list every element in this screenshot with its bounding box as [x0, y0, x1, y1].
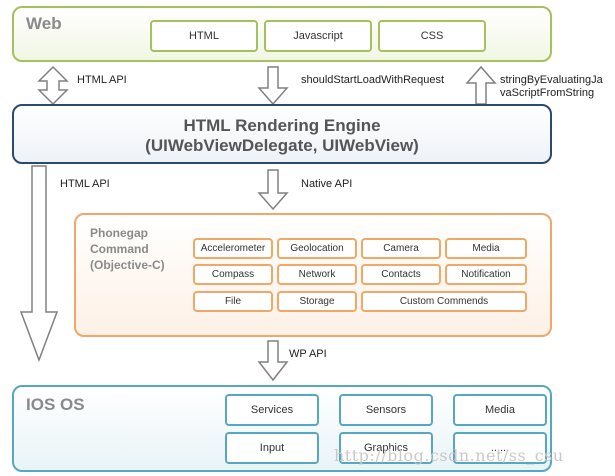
pg-item-file: File	[193, 291, 273, 312]
label-string-by-eval: stringByEvaluatingJa vaScriptFromString	[500, 74, 603, 99]
down-arrow-native-api	[257, 169, 289, 211]
phonegap-layer: Phonegap Command (Objective-C) Accelerom…	[74, 213, 552, 337]
pg-item-geolocation: Geolocation	[277, 238, 357, 259]
web-item-html: HTML	[150, 20, 258, 52]
label-html-api-side: HTML API	[60, 178, 110, 190]
ios-item-media: Media	[453, 394, 547, 426]
label-should-start: shouldStartLoadWithRequest	[301, 74, 445, 86]
web-layer-title: Web	[26, 14, 62, 33]
ios-item-graphics: Graphics	[339, 432, 433, 464]
label-wp-api: WP API	[289, 348, 327, 360]
double-arrow-html-api	[37, 65, 69, 106]
ios-item-services: Services	[225, 394, 319, 426]
phonegap-layer-title: Phonegap Command (Objective-C)	[90, 226, 165, 272]
pg-item-media: Media	[445, 238, 527, 259]
ios-os-layer: IOS OS Services Sensors Media Input Grap…	[12, 385, 552, 472]
web-item-css: CSS	[378, 20, 486, 52]
watermark: http://blog.csdn.net/ss_csu	[334, 446, 564, 465]
pg-item-camera: Camera	[361, 238, 441, 259]
pg-item-notification: Notification	[445, 264, 527, 285]
pg-item-compass: Compass	[193, 264, 273, 285]
label-native-api: Native API	[301, 178, 353, 190]
down-arrow-wp-api	[257, 340, 289, 382]
ios-layer-title: IOS OS	[26, 395, 85, 414]
long-down-arrow-html-api	[19, 165, 59, 363]
web-item-javascript: Javascript	[264, 20, 372, 52]
web-layer: Web HTML Javascript CSS	[12, 6, 552, 62]
pg-item-custom-commends: Custom Commends	[361, 291, 527, 312]
pg-item-storage: Storage	[277, 291, 357, 312]
ios-item-more: ......	[453, 432, 547, 464]
ios-item-input: Input	[225, 432, 319, 464]
down-arrow-should-start	[257, 66, 289, 106]
engine-title-line2: (UIWebViewDelegate, UIWebView)	[145, 136, 419, 155]
label-html-api-top: HTML API	[77, 74, 127, 86]
rendering-engine-title: HTML Rendering Engine (UIWebViewDelegate…	[14, 116, 550, 156]
rendering-engine-layer: HTML Rendering Engine (UIWebViewDelegate…	[12, 104, 552, 164]
engine-title-line1: HTML Rendering Engine	[183, 116, 381, 135]
ios-item-sensors: Sensors	[339, 394, 433, 426]
up-arrow-string-by-eval	[465, 65, 497, 105]
pg-item-accelerometer: Accelerometer	[193, 238, 273, 259]
pg-item-contacts: Contacts	[361, 264, 441, 285]
pg-item-network: Network	[277, 264, 357, 285]
